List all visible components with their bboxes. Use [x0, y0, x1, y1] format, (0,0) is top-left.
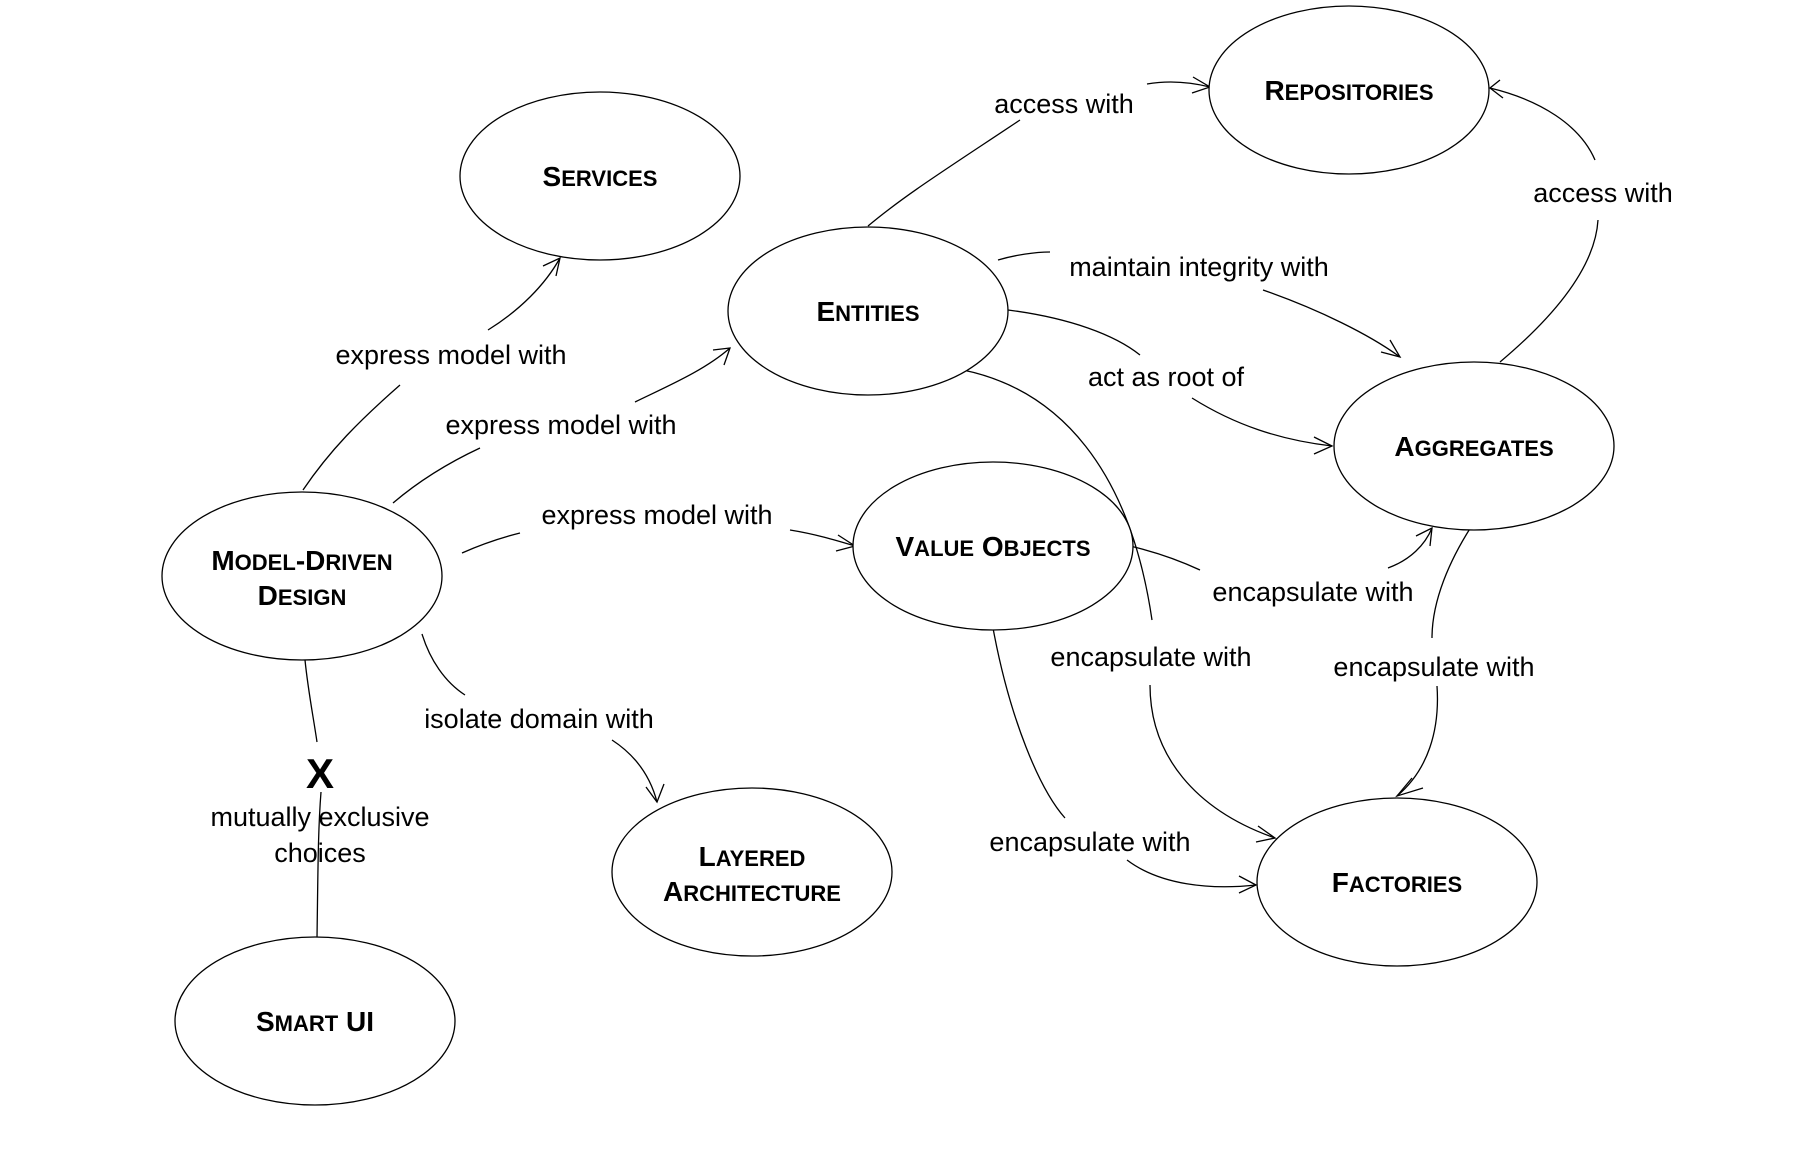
label-mutually-exclusive: mutually exclusive [210, 802, 429, 832]
node-model-driven-design: MODEL-DRIVEN DESIGN [161, 491, 443, 661]
edge-mdd-valueobjects-b [789, 529, 856, 547]
edge-mdd-services-b [487, 257, 561, 331]
edge-entities-factories [962, 369, 1153, 621]
arrow-factories-1 [1255, 825, 1277, 843]
node-entities: ENTITIES [727, 226, 1009, 396]
arrow-repositories-2 [1488, 79, 1504, 99]
arrow-factories-3 [1238, 875, 1258, 894]
edge-entities-repositories-b [1146, 81, 1211, 88]
node-value-objects-label: VALUE OBJECTS [895, 531, 1090, 562]
node-repositories: REPOSITORIES [1208, 5, 1490, 175]
label-entities-aggregates-root: act as root of [1088, 362, 1245, 392]
edge-mdd-layered-b [611, 739, 658, 803]
label-aggregates-repositories: access with [1533, 178, 1673, 208]
label-entities-factories: encapsulate with [1050, 642, 1251, 672]
node-layered-label-1: LAYERED [699, 841, 806, 872]
arrow-aggregates-1 [1380, 339, 1402, 359]
node-layered-architecture: LAYERED ARCHITECTURE [611, 787, 893, 957]
node-value-objects: VALUE OBJECTS [852, 461, 1134, 631]
label-aggregates-factories: encapsulate with [1333, 652, 1534, 682]
edges [302, 76, 1599, 939]
edge-entities-aggregates-root [1007, 309, 1141, 356]
node-entities-label: ENTITIES [816, 296, 919, 327]
mutually-exclusive-mark: X [306, 750, 334, 797]
label-entities-repositories: access with [994, 89, 1134, 119]
node-services-label: SERVICES [543, 161, 658, 192]
label-choices: choices [274, 838, 366, 868]
node-mdd-label-1: MODEL-DRIVEN [211, 545, 392, 576]
node-layered-label-2: ARCHITECTURE [663, 876, 841, 907]
edge-valueobjects-aggregates-b [1387, 527, 1433, 569]
label-mdd-layered: isolate domain with [424, 704, 654, 734]
label-mdd-entities: express model with [445, 410, 676, 440]
node-aggregates: AGGREGATES [1333, 361, 1615, 531]
arrow-entities [712, 347, 731, 366]
edge-mdd-smartui-top [304, 659, 318, 743]
edge-valueobjects-factories-b [1126, 859, 1257, 888]
arrow-services [542, 256, 561, 277]
edge-labels: express model with express model with ex… [210, 89, 1672, 868]
node-smart-ui: SMART UI [174, 936, 456, 1106]
arrow-layered [645, 783, 665, 804]
node-factories-label: FACTORIES [1332, 867, 1462, 898]
label-mdd-valueobjects: express model with [541, 500, 772, 530]
edge-mdd-entities-b [634, 347, 731, 403]
node-services: SERVICES [459, 91, 741, 261]
edge-entities-aggregates-integrity-b [1262, 289, 1401, 358]
edge-mdd-entities [392, 447, 481, 504]
edge-mdd-valueobjects [461, 532, 521, 554]
edge-entities-repositories [867, 119, 1021, 227]
arrow-aggregates-3 [1415, 526, 1433, 547]
nodes: SERVICES REPOSITORIES ENTITIES AGGREGATE… [161, 5, 1615, 1106]
node-repositories-label: REPOSITORIES [1264, 75, 1433, 106]
edge-valueobjects-factories [992, 627, 1066, 819]
edge-mdd-smartui-bottom [316, 791, 322, 939]
edge-mdd-layered [421, 633, 466, 696]
label-entities-aggregates-integrity: maintain integrity with [1069, 252, 1329, 282]
label-valueobjects-aggregates: encapsulate with [1212, 577, 1413, 607]
arrow-factories-2 [1395, 777, 1424, 798]
edge-entities-aggregates-root-b [1191, 397, 1333, 447]
edge-entities-aggregates-integrity [997, 251, 1051, 261]
node-mdd-label-2: DESIGN [258, 580, 347, 611]
edge-valueobjects-aggregates [1129, 545, 1201, 571]
edge-aggregates-factories [1431, 526, 1472, 639]
edge-aggregates-repositories [1499, 219, 1599, 363]
node-aggregates-label: AGGREGATES [1394, 431, 1553, 462]
edge-mdd-services [302, 384, 401, 491]
edge-entities-factories-b [1149, 684, 1276, 839]
label-valueobjects-factories: encapsulate with [989, 827, 1190, 857]
edge-aggregates-factories-b [1396, 685, 1439, 797]
node-smart-ui-label: SMART UI [256, 1006, 374, 1037]
edge-aggregates-repositories-b [1489, 87, 1596, 161]
arrow-aggregates-2 [1313, 436, 1334, 455]
label-mdd-services: express model with [335, 340, 566, 370]
node-factories: FACTORIES [1256, 797, 1538, 967]
